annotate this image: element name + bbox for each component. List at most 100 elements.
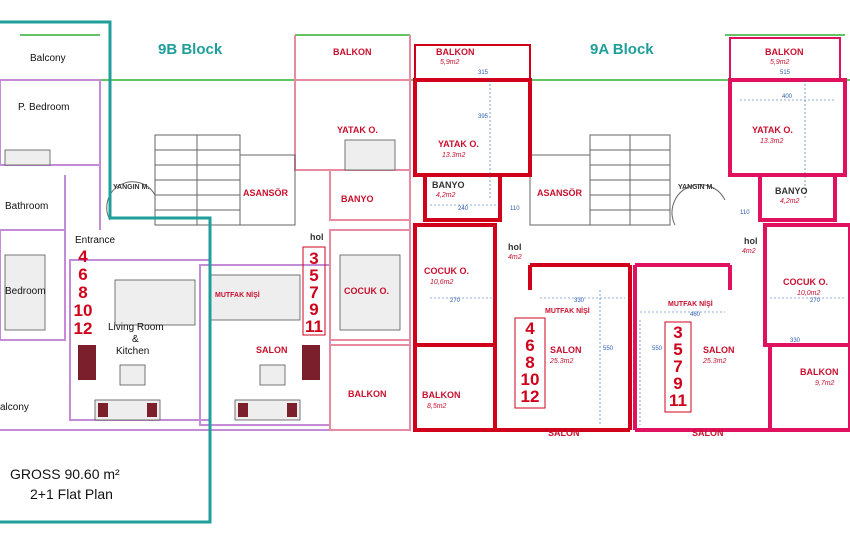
block-title-9b: 9B Block [158, 41, 223, 58]
floor-number: 3 [309, 249, 318, 268]
floor-number: 9 [309, 300, 318, 319]
9a-area-yatak-r: 13.3m2 [760, 138, 783, 145]
9a-label-salon-bottom-l: SALON [548, 428, 580, 438]
floor-number: 5 [309, 266, 318, 285]
9a-area-banyo-r: 4,2m2 [780, 198, 800, 205]
9b-label-balkon-top: BALKON [333, 47, 372, 57]
dimension-label: 460 [690, 312, 701, 318]
floor-number: 12 [74, 319, 93, 338]
room-label-parent-bedroom: P. Bedroom [18, 102, 70, 113]
9a-area-hol-r: 4m2 [742, 248, 756, 255]
dimension-label: 110 [740, 210, 750, 216]
9a-label-salon-r: SALON [703, 345, 735, 355]
dimension-label: 550 [603, 346, 614, 352]
9a-label-yangin: YANGIN M. [678, 184, 714, 191]
9a-area-banyo-l: 4,2m2 [436, 192, 456, 199]
floor-number: 4 [525, 319, 535, 338]
9a-label-yatak-r: YATAK O. [752, 125, 793, 135]
9a-area-balkon-bottom-r: 9,7m2 [815, 380, 835, 387]
9a-label-mutfak-l: MUTFAK NİŞİ [545, 307, 590, 315]
9a-area-salon-l: 25.3m2 [549, 358, 573, 365]
dimension-label: 400 [782, 94, 793, 100]
dimension-label: 395 [478, 114, 489, 120]
9a-label-salon-bottom-r: SALON [692, 428, 724, 438]
9a-left-balcony [414, 44, 531, 81]
floor-number: 11 [305, 317, 323, 336]
floor-number: 3 [673, 323, 682, 342]
9a-label-yatak-l: YATAK O. [438, 139, 479, 149]
9a-area-salon-r: 25.3m2 [702, 358, 726, 365]
floor-number: 7 [673, 357, 682, 376]
floor-number: 10 [74, 301, 93, 320]
floor-number: 9 [673, 374, 682, 393]
9a-label-balkon-top-l: BALKON [436, 47, 475, 57]
9b-label-yangin: YANGIN M. [113, 184, 149, 191]
dimension-label: 330 [790, 338, 801, 344]
floor-stack-9a-odd: 3 5 7 9 11 [664, 321, 692, 413]
floor-number: 11 [669, 391, 687, 410]
9b-label-hol: hol [310, 232, 324, 242]
9a-area-balkon-top-l: 5,9m2 [440, 59, 460, 66]
dimension-label: 270 [810, 298, 821, 304]
9b-label-cocuk: COCUK O. [344, 286, 389, 296]
floor-number: 12 [521, 387, 540, 406]
room-label-bedroom: Bedroom [5, 286, 46, 297]
room-label-bathroom: Bathroom [5, 201, 48, 212]
floor-stack-9b-even: 4 6 8 10 12 [74, 247, 93, 338]
block-title-9a: 9A Block [590, 41, 654, 58]
furniture [4, 139, 401, 421]
stair-core-9a [529, 134, 726, 226]
room-label-living-2: & [132, 334, 139, 345]
floor-number: 6 [525, 336, 534, 355]
floor-number: 8 [525, 353, 534, 372]
9a-area-cocuk-r: 10,0m2 [797, 290, 820, 297]
dimension-label: 515 [780, 70, 791, 76]
9a-area-cocuk-l: 10,6m2 [430, 279, 453, 286]
dimension-label: 330 [574, 298, 585, 304]
dimension-label: 550 [652, 346, 663, 352]
floor-number: 6 [78, 265, 87, 284]
9a-label-banyo-l: BANYO [432, 180, 465, 190]
dimension-lines [430, 80, 845, 425]
dimension-label: 315 [478, 70, 489, 76]
9a-label-hol-l: hol [508, 242, 522, 252]
stair-core-9b [106, 134, 296, 226]
9a-label-banyo-r: BANYO [775, 186, 808, 196]
floor-number: 10 [521, 370, 540, 389]
room-label-living-1: Living Room [108, 322, 164, 333]
9a-label-cocuk-r: COCUK O. [783, 277, 828, 287]
9b-label-salon: SALON [256, 345, 288, 355]
room-label-living-3: Kitchen [116, 346, 149, 357]
floor-number: 8 [78, 283, 87, 302]
dimension-label: 270 [450, 298, 461, 304]
9b-label-mutfak: MUTFAK NİŞİ [215, 291, 260, 299]
9b-label-banyo: BANYO [341, 194, 374, 204]
9a-label-balkon-top-r: BALKON [765, 47, 804, 57]
gross-area-text: GROSS 90.60 m² [10, 466, 120, 482]
9a-right-walls [633, 78, 850, 432]
floor-number: 5 [673, 340, 682, 359]
flat-highlight-border [0, 20, 212, 524]
9b-label-balkon-bottom: BALKON [348, 389, 387, 399]
9a-label-cocuk-l: COCUK O. [424, 266, 469, 276]
floor-number: 7 [309, 283, 318, 302]
sofa-cushions [78, 345, 320, 417]
building-outline [0, 34, 850, 81]
flat-type-text: 2+1 Flat Plan [30, 486, 113, 502]
floor-stack-9a-even: 4 6 8 10 12 [514, 317, 546, 409]
room-label-entrance: Entrance [75, 235, 115, 246]
9a-area-yatak-l: 13.3m2 [442, 152, 465, 159]
9a-label-mutfak-r: MUTFAK NİŞİ [668, 300, 713, 308]
floor-number: 4 [78, 247, 88, 266]
9a-area-hol-l: 4m2 [508, 254, 522, 261]
9a-right-balcony [729, 37, 841, 81]
9a-label-balkon-bottom-l: BALKON [422, 390, 461, 400]
9a-label-asansor: ASANSÖR [537, 188, 583, 198]
9b-label-asansor: ASANSÖR [243, 188, 289, 198]
room-label-balcony-top: Balcony [30, 53, 66, 64]
9b-label-yatak: YATAK O. [337, 125, 378, 135]
dimension-label: 110 [510, 206, 520, 212]
9a-label-salon-l: SALON [550, 345, 582, 355]
9a-label-hol-r: hol [744, 236, 758, 246]
